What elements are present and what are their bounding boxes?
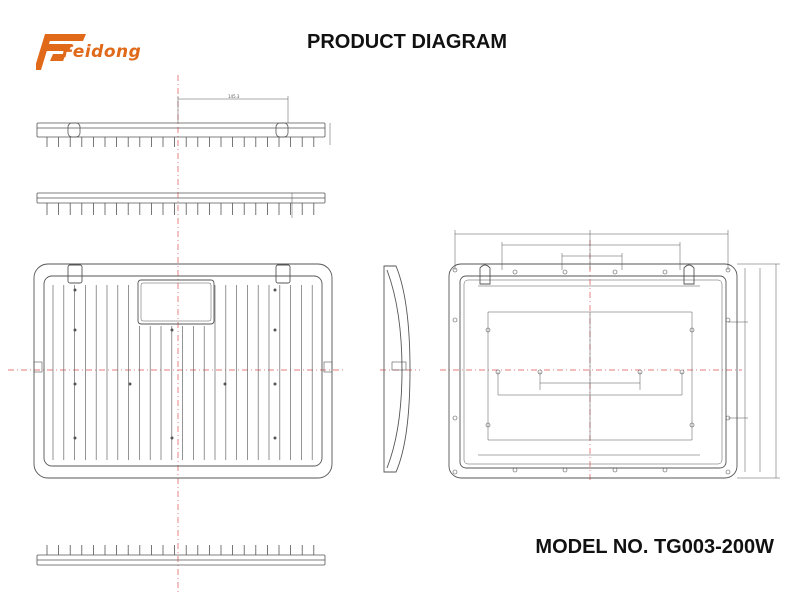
back-view-dimensions: [454, 230, 780, 479]
side-view-top: [36, 96, 331, 145]
front-view: [33, 263, 333, 479]
front-view-holes: [73, 288, 277, 440]
feidong-logo-icon: [36, 34, 86, 70]
page-title: PRODUCT DIAGRAM: [307, 31, 507, 53]
side-view-middle: [36, 192, 326, 218]
side-view-top-fins: [46, 137, 315, 147]
side-view-bottom: [36, 545, 326, 566]
model-number: MODEL NO. TG003-200W: [535, 536, 774, 558]
side-profile-view: [383, 265, 411, 473]
back-view-holes: [452, 267, 731, 475]
front-view-fins: [52, 285, 313, 460]
brand-name: Feidong: [62, 42, 142, 62]
side-view-middle-fins: [46, 203, 315, 215]
svg-text:145.3: 145.3: [228, 94, 240, 99]
back-view: [448, 263, 738, 479]
